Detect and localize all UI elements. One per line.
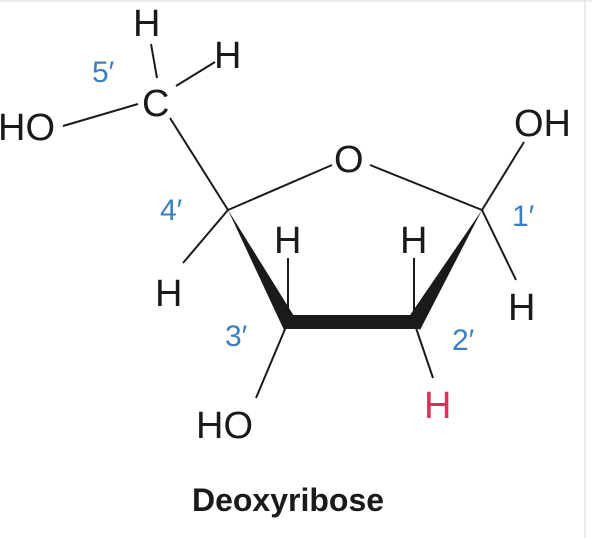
locant-c4: 4′ xyxy=(160,194,183,227)
bond-c4-o xyxy=(227,164,333,211)
atom-c5-h-top: H xyxy=(133,3,160,45)
atom-c4-h: H xyxy=(155,273,182,315)
bond-c2-hdown xyxy=(413,321,434,379)
locant-c2: 2′ xyxy=(452,324,475,357)
bond-c5-ho xyxy=(62,103,139,127)
bond-c5-htop xyxy=(150,43,158,79)
wedge-c1-c2 xyxy=(408,210,482,330)
atom-c1-oh: OH xyxy=(514,103,571,145)
bonds xyxy=(62,43,525,399)
bond-c5-hright xyxy=(175,61,216,87)
locant-c3: 3′ xyxy=(225,320,248,353)
atom-c5-carbon: C xyxy=(142,83,169,125)
bond-c3-ho xyxy=(255,321,289,399)
atom-c1-h: H xyxy=(508,287,535,329)
atom-c3-ho: HO xyxy=(196,405,253,447)
bond-c1-h xyxy=(481,209,517,281)
locant-c1: 1′ xyxy=(512,200,535,233)
bond-o-c1 xyxy=(369,164,483,211)
wedge-c4-c3 xyxy=(228,210,294,330)
atom-c2-h-up: H xyxy=(400,220,427,262)
atom-c2-h-highlight: H xyxy=(424,385,451,427)
bond-c5-c4 xyxy=(169,117,229,211)
atom-c3-h: H xyxy=(274,220,301,262)
locant-c5: 5′ xyxy=(92,56,115,89)
diagram-title: Deoxyribose xyxy=(192,482,384,518)
bond-c4-h xyxy=(182,209,229,264)
atom-c5-ho: HO xyxy=(0,107,55,149)
bond-c1-oh xyxy=(481,141,525,211)
atom-c5-h-right: H xyxy=(214,35,241,77)
atom-ring-oxygen: O xyxy=(334,139,364,181)
